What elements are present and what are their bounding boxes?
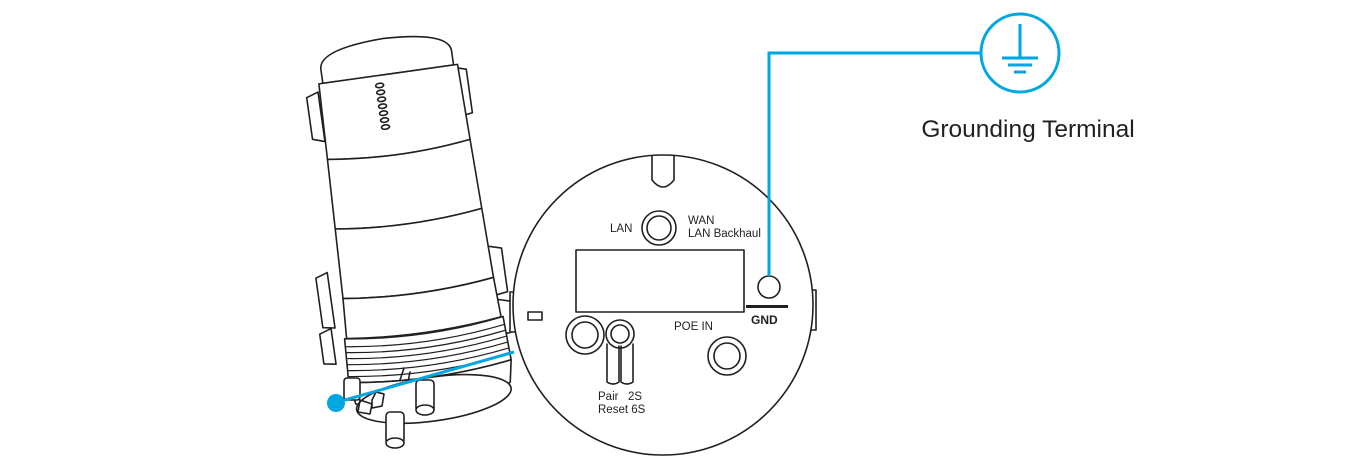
poe-in-port xyxy=(575,249,745,313)
ground-icon xyxy=(979,12,1061,94)
reset-label: Reset 6S xyxy=(598,404,646,416)
poe-in-label: POE IN xyxy=(674,321,713,333)
callout-line-device xyxy=(337,350,515,404)
led-dots xyxy=(374,82,391,131)
callout-dot xyxy=(327,394,345,412)
callout-line-ground xyxy=(767,51,980,276)
pair-reset-button xyxy=(605,319,635,385)
device-connectors xyxy=(343,367,435,449)
lan-backhaul-label: LAN Backhaul xyxy=(688,228,761,240)
device-body xyxy=(305,35,516,425)
bottom-plate xyxy=(509,154,817,456)
gnd-label: GND xyxy=(751,313,778,327)
gnd-terminal xyxy=(757,275,781,299)
grounding-terminal-label: Grounding Terminal xyxy=(921,116,1134,143)
pair-label: Pair 2S xyxy=(598,391,642,403)
lan-label: LAN xyxy=(610,223,632,235)
wan-label: WAN xyxy=(688,215,714,227)
